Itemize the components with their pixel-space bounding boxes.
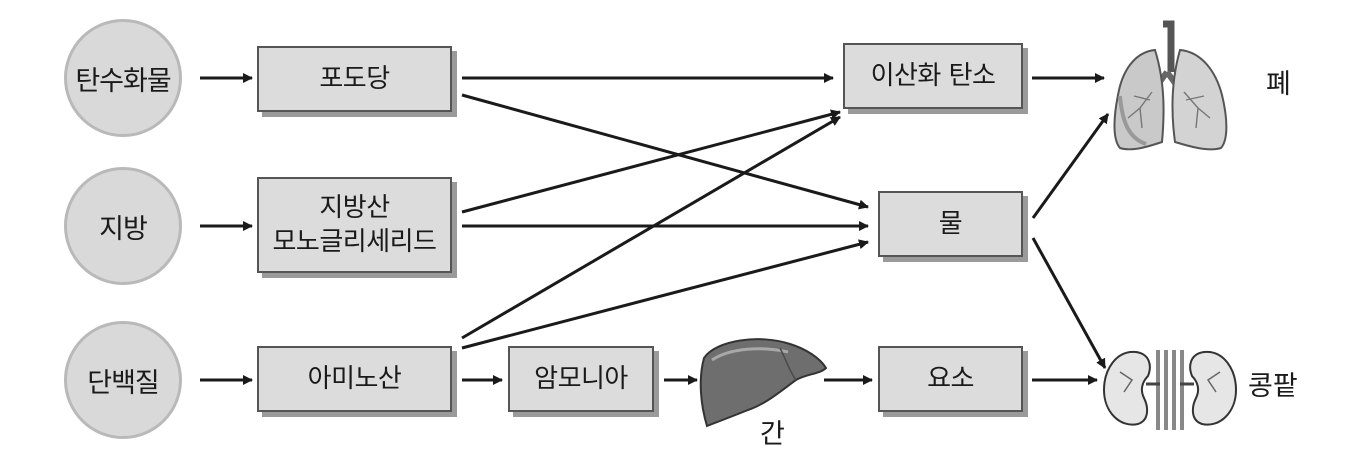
protein-label: 단백질: [87, 367, 160, 399]
water-label: 물: [938, 209, 963, 239]
arrow-glucose-to-water: [461, 93, 869, 210]
arrow-aminoacid-to-co2: [461, 115, 841, 340]
liver-label: 간: [760, 419, 785, 450]
fatty-acid-label-line2: 모노글리세리드: [272, 227, 437, 257]
water-box: 물: [878, 191, 1023, 257]
lung-label: 폐: [1266, 69, 1291, 100]
urea-box: 요소: [878, 346, 1023, 412]
fat-label: 지방: [99, 213, 148, 245]
amino-acid-box: 아미노산: [257, 346, 452, 412]
carbohydrate-label: 탄수화물: [75, 65, 171, 97]
carbohydrate-node: 탄수화물: [64, 19, 182, 137]
co2-label: 이산화 탄소: [870, 61, 996, 91]
protein-node: 단백질: [64, 321, 182, 439]
kidney-label: 콩팥: [1248, 371, 1298, 402]
kidney-icon: [1102, 350, 1238, 430]
glucose-box: 포도당: [257, 46, 452, 112]
amino-acid-label: 아미노산: [307, 364, 402, 394]
arrow-water-to-lung: [1031, 113, 1110, 219]
fat-node: 지방: [64, 167, 182, 285]
fatty-acid-label-line1: 지방산: [319, 193, 390, 223]
arrow-aminoacid-to-water: [461, 239, 869, 350]
liver-icon: [699, 338, 828, 428]
fatty-acid-box: 지방산 모노글리세리드: [257, 177, 452, 273]
co2-box: 이산화 탄소: [843, 43, 1023, 109]
ammonia-label: 암모니아: [534, 364, 628, 394]
glucose-label: 포도당: [319, 64, 390, 94]
arrow-water-to-kidney: [1031, 237, 1107, 369]
ammonia-box: 암모니아: [508, 346, 654, 412]
lung-icon: [1113, 20, 1228, 151]
arrow-fattyacid-to-co2: [461, 109, 841, 214]
urea-label: 요소: [927, 364, 974, 394]
